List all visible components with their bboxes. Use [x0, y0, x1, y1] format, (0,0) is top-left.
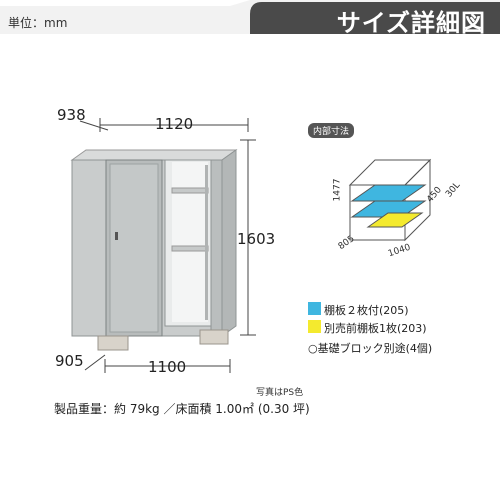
width-top-dim: 1120 — [155, 115, 194, 133]
depth-bottom-dim: 905 — [55, 352, 84, 370]
legend-extra-shelf: 別売前棚板1枚(203) — [324, 322, 427, 335]
title-band — [250, 2, 500, 34]
depth-top-dim: 938 — [57, 106, 86, 124]
unit-label: 単位：mm — [8, 16, 68, 30]
legend-shelf: 棚板２枚付(205) — [324, 304, 409, 317]
page-title: サイズ詳細図 — [336, 9, 486, 37]
shelf-swatch — [308, 302, 321, 315]
header-bar — [0, 0, 500, 34]
header-background — [0, 0, 500, 34]
legend-block: ○基礎ブロック別途(4個) — [308, 342, 433, 355]
interior-diagram — [348, 158, 432, 242]
interior-label: 内部寸法 — [308, 123, 355, 138]
width-bottom-dim: 1100 — [148, 358, 187, 376]
interior-height: 1477 — [332, 178, 343, 202]
extra-shelf-swatch — [308, 320, 321, 333]
height-dim: 1603 — [237, 230, 276, 248]
photo-note: 写真はPS色 — [256, 388, 304, 398]
product-spec: 製品重量：約 79kg ／床面積 1.00㎡ (0.30 坪) — [54, 402, 310, 416]
